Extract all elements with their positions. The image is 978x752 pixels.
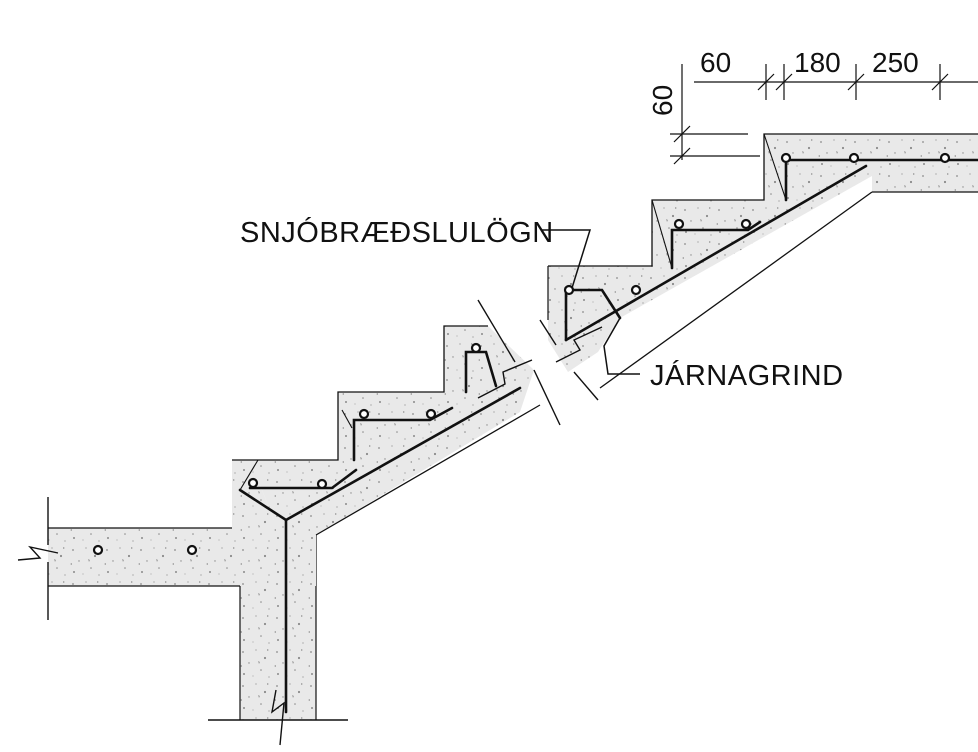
label-leaders — [542, 229, 640, 375]
dimension-60-vertical: 60 — [647, 85, 678, 116]
pipe-circle — [425, 408, 437, 420]
snow-melt-pipes — [92, 152, 951, 556]
break-mark-middle-right — [539, 319, 603, 401]
dimension-250: 250 — [872, 47, 919, 78]
break-mark-left — [17, 497, 59, 620]
pipe-circle — [563, 284, 575, 296]
lower-landing-slab — [48, 460, 274, 587]
upper-flight — [547, 133, 978, 389]
pipe-circle — [247, 477, 259, 489]
dimension-lines — [670, 64, 978, 165]
pipe-circle — [740, 218, 752, 230]
dimension-180: 180 — [794, 47, 841, 78]
support-wall — [239, 535, 317, 720]
pipe-circle — [470, 342, 482, 354]
label-rebar-cage: JÁRNAGRIND — [650, 359, 844, 392]
rebar-lines — [238, 158, 978, 714]
dimension-60: 60 — [700, 47, 731, 78]
lower-flight — [232, 325, 541, 586]
pipe-circle — [316, 478, 328, 490]
pipe-circle — [780, 152, 792, 164]
label-snow-melt-piping: SNJÓBRÆÐSLULÖGN — [240, 216, 554, 249]
break-mark-bottom — [208, 689, 348, 746]
pipe-circle — [186, 544, 198, 556]
pipe-circle — [630, 284, 642, 296]
pipe-circle — [92, 544, 104, 556]
pipe-circle — [939, 152, 951, 164]
pipe-circle — [358, 408, 370, 420]
dimension-texts: 60 180 250 60 — [647, 47, 919, 116]
break-mark-middle-left — [477, 299, 561, 426]
pipe-circle — [848, 152, 860, 164]
pipe-circle — [673, 218, 685, 230]
